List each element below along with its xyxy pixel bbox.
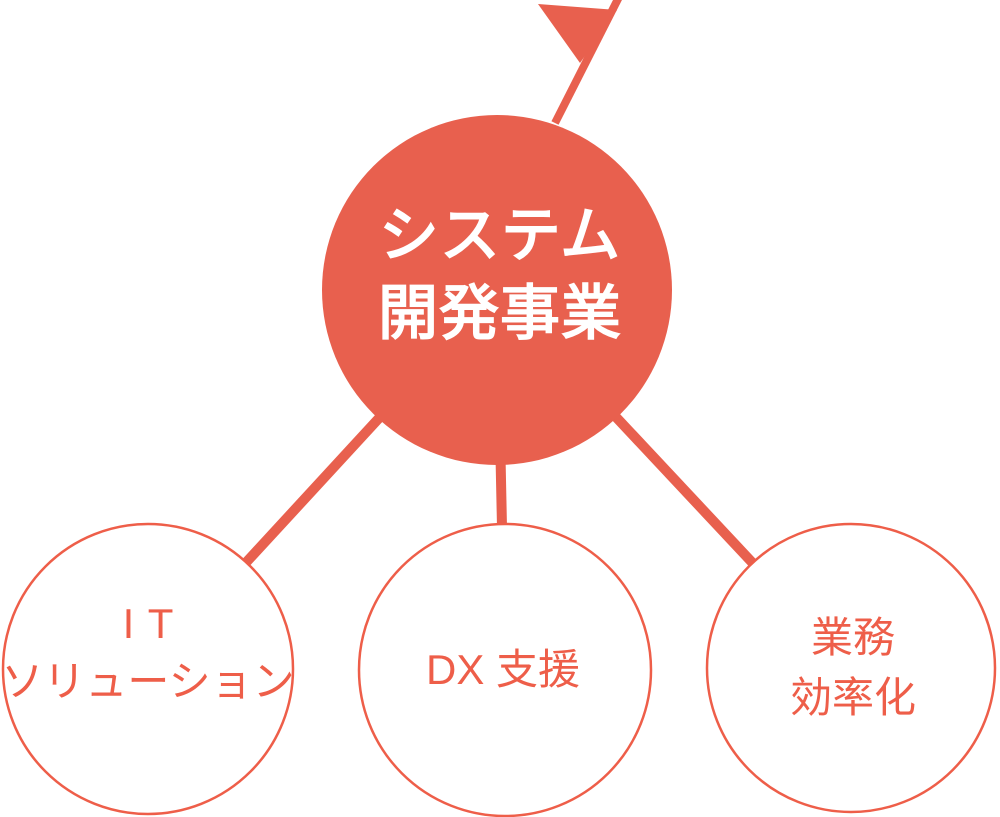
child-label-line: 効率化 [789,674,917,721]
child-node-label-dx-support: DX 支援 [426,647,580,693]
child-label-line: DX 支援 [425,646,581,693]
child-label-line: ソリューション [1,658,295,705]
root-node-label: システム 開発事業 [378,197,622,353]
root-label-line-1: システム [378,202,622,269]
root-label-line-2: 開発事業 [378,280,622,347]
child-node-circle-dx-support [357,522,653,817]
child-node-label-efficiency: 業務 効率化 [790,608,916,728]
child-label-line: 業務 [810,614,896,661]
root-node-circle [322,115,672,465]
flag-icon [538,0,622,125]
flag-cloth [538,4,617,63]
child-node-circle-efficiency [705,522,997,814]
child-node-label-it-solution: IT ソリューション [1,595,294,711]
child-label-line: IT [122,600,187,647]
child-node-circle-it-solution [1,522,295,816]
